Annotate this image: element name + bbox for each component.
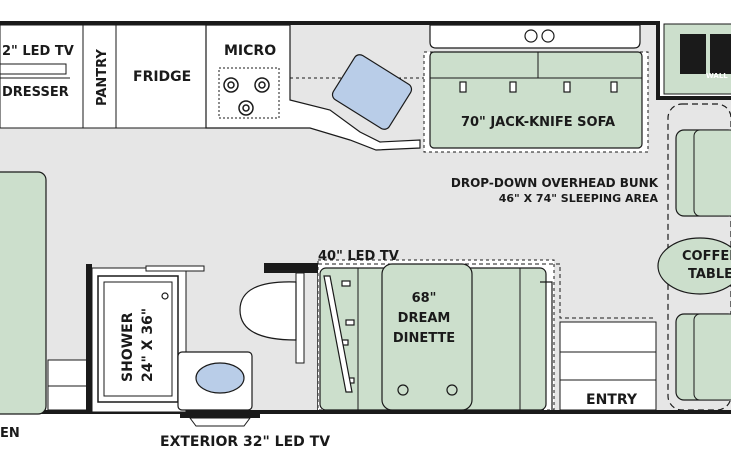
toilet-bowl	[239, 281, 297, 341]
vanity-sink	[195, 362, 245, 394]
tv-top-label: 2" LED TV	[2, 44, 74, 59]
jack-knife-sofa	[429, 51, 643, 149]
coffee-table-label-2: TABLE	[688, 267, 731, 282]
dinette-size-label: 68"	[412, 291, 437, 306]
bath-wall	[86, 264, 92, 412]
entry-steps	[559, 321, 657, 411]
dinette-edge	[540, 281, 553, 410]
dinette-label-3: DINETTE	[393, 331, 455, 346]
shower-label: SHOWER	[120, 312, 136, 382]
pantry-label: PANTRY	[95, 49, 110, 106]
bunk-size-label: 46" X 74" SLEEPING AREA	[499, 192, 659, 205]
sofa-label: 70" JACK-KNIFE SOFA	[461, 115, 615, 130]
cab-seat-bottom-cushion	[693, 313, 731, 401]
tv-40-panel	[323, 275, 353, 393]
nightstand	[47, 359, 94, 411]
shower-drain-icon	[161, 292, 169, 300]
bed	[0, 171, 47, 415]
coffee-table-label: COFFEE	[682, 249, 731, 264]
dresser-label: DRESSER	[2, 85, 69, 100]
top-counter	[429, 24, 641, 49]
pantry-cabinet	[82, 24, 117, 129]
logo-text: WALL	[706, 72, 728, 80]
circle-icon	[541, 29, 555, 43]
stovetop	[218, 67, 280, 119]
seatbelt-icon	[459, 81, 618, 93]
entry-label: ENTRY	[586, 392, 638, 408]
circle-icon	[446, 384, 458, 396]
logo-shape	[680, 34, 706, 74]
circle-icon	[524, 29, 538, 43]
shower-size-label: 24" X 36"	[140, 308, 156, 382]
exterior-tv-label: EXTERIOR 32" LED TV	[160, 434, 330, 450]
dinette-label-2: DREAM	[398, 311, 451, 326]
exterior-walls	[0, 21, 731, 414]
bunk-label: DROP-DOWN OVERHEAD BUNK	[451, 176, 659, 190]
shower-door	[145, 265, 205, 272]
cab-seat-top-cushion	[693, 129, 731, 217]
bottom-left-label: EN	[0, 426, 20, 441]
logo-shape-2	[710, 34, 731, 74]
shower-pan	[103, 281, 173, 397]
exterior-tv-screen	[180, 414, 260, 418]
burner-icon	[223, 77, 270, 116]
fridge-box	[115, 24, 207, 129]
toilet-tank	[295, 272, 305, 364]
fridge-label: FRIDGE	[133, 69, 191, 85]
exterior-tv-stand	[189, 417, 251, 427]
tv-top-shape	[0, 63, 67, 75]
bunk-dashed-boundary	[318, 263, 656, 319]
bath-top-wall	[264, 263, 318, 273]
sink-basin	[331, 54, 413, 130]
micro-label: MICRO	[224, 43, 276, 59]
circle-icon	[397, 384, 409, 396]
tv-40-label: 40" LED TV	[318, 249, 399, 264]
coffee-table	[657, 237, 731, 295]
